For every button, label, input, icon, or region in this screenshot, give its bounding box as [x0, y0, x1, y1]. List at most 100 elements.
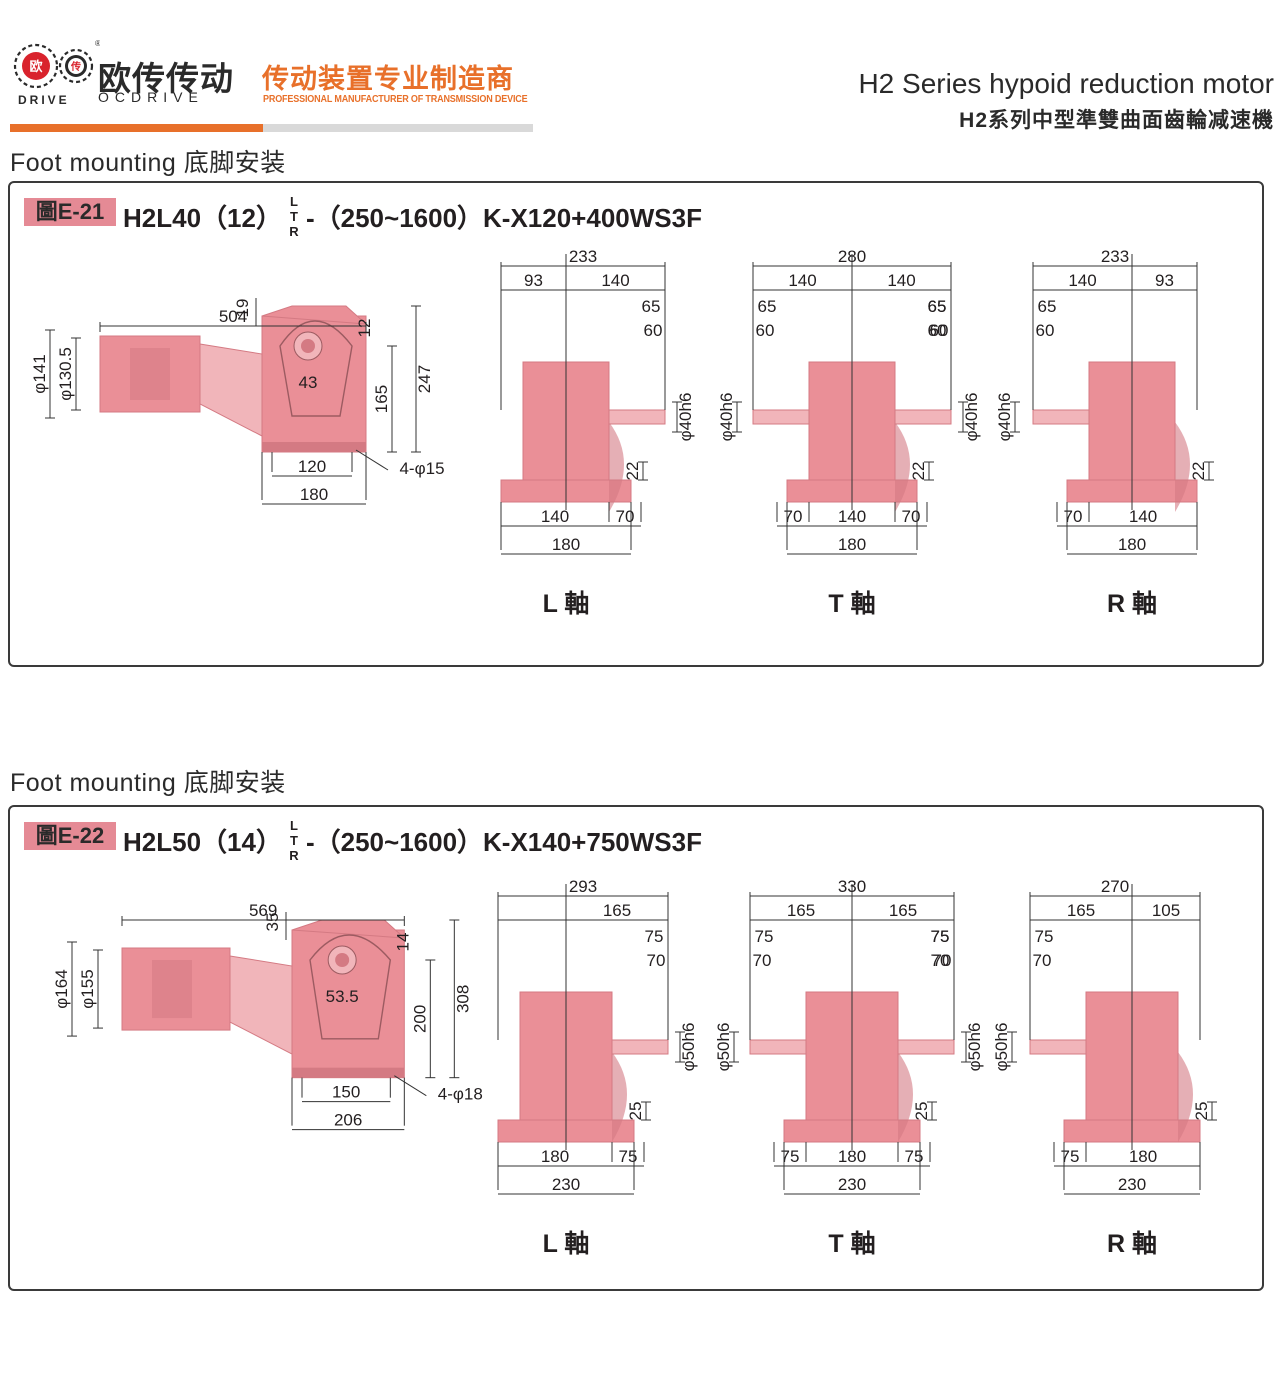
- leader-line: [355, 449, 389, 471]
- dimension-label: 14: [393, 933, 412, 952]
- svg-text:传: 传: [70, 60, 81, 73]
- gear-cover: [1175, 422, 1190, 512]
- gear-cover: [895, 422, 910, 512]
- dimension-label: 25: [912, 1102, 931, 1121]
- dimension-label: 140: [1068, 271, 1096, 290]
- dimension-label: 165: [603, 901, 631, 920]
- dimension-label: 19: [233, 299, 252, 318]
- dimension-label: 293: [569, 877, 597, 896]
- motor-fan-cover: [130, 348, 170, 400]
- dimension-label: 75: [931, 927, 950, 946]
- dimension-label: 140: [1129, 507, 1157, 526]
- leader-line: [394, 1075, 427, 1097]
- dimension-label: 22: [623, 462, 642, 481]
- brand-name-cn: 欧传传动: [98, 60, 234, 97]
- dimension-label: 93: [524, 271, 543, 290]
- motor-adapter: [199, 343, 263, 437]
- dimension-label: 70: [931, 951, 950, 970]
- dimension-label: 165: [787, 901, 815, 920]
- axis-label: R 軸: [1107, 1230, 1157, 1258]
- dimension-label: 230: [1118, 1175, 1146, 1194]
- dimension-label: 105: [1152, 901, 1180, 920]
- dimension-label: φ130.5: [56, 347, 75, 401]
- dimension-label: 75: [619, 1147, 638, 1166]
- dimension-label: 504: [219, 307, 247, 326]
- slogan-cn: 传动装置专业制造商: [262, 64, 514, 94]
- dimension-label: 180: [300, 485, 328, 504]
- output-shaft-left: [752, 409, 810, 425]
- dimension-label: 60: [930, 321, 949, 340]
- dimension-label: 308: [453, 985, 472, 1013]
- dimension-label: φ50h6: [965, 1023, 984, 1072]
- header-accent-bar: [10, 124, 263, 132]
- output-shaft-right: [608, 409, 666, 425]
- axis-label: L 軸: [543, 1230, 590, 1258]
- dimension-label: 140: [838, 507, 866, 526]
- dimension-label: 12: [355, 319, 374, 338]
- dimension-label: 60: [928, 321, 947, 340]
- dimension-label: 4-φ15: [399, 459, 444, 478]
- dimension-label: 180: [1129, 1147, 1157, 1166]
- axis-label: L 軸: [543, 590, 590, 618]
- motor-fan-cover: [152, 960, 192, 1019]
- dimension-label: 70: [1064, 507, 1083, 526]
- dimension-label: 60: [756, 321, 775, 340]
- axis-label: R 軸: [1107, 590, 1157, 618]
- dimension-label: 65: [1038, 297, 1057, 316]
- output-shaft-right: [897, 1039, 955, 1055]
- dimension-label: φ141: [30, 354, 49, 393]
- dimension-label: 22: [1189, 462, 1208, 481]
- dimension-label: 140: [788, 271, 816, 290]
- axis-label: T 軸: [828, 590, 875, 618]
- dimension-label: 75: [905, 1147, 924, 1166]
- axis-label: T 軸: [828, 1230, 875, 1258]
- dimension-label: 65: [928, 297, 947, 316]
- dimension-label: 75: [1035, 927, 1054, 946]
- dimension-label: 140: [601, 271, 629, 290]
- figure-tag: 圖E-21: [24, 198, 116, 226]
- model-code: H2L50（14）: [123, 827, 282, 857]
- brand-name-en-left: DRIVE: [18, 93, 70, 107]
- dimension-label: 70: [784, 507, 803, 526]
- dimension-label: 75: [645, 927, 664, 946]
- dimension-label: φ40h6: [962, 393, 981, 442]
- figure-tag: 圖E-22: [24, 822, 116, 850]
- dimension-label: 75: [781, 1147, 800, 1166]
- gearbox-foot: [262, 442, 366, 452]
- dimension-label: 60: [1036, 321, 1055, 340]
- dimension-label: 75: [931, 927, 950, 946]
- gear-cover: [612, 1052, 627, 1142]
- dimension-label: φ164: [52, 969, 71, 1008]
- section-label: Foot mounting 底脚安装: [10, 769, 286, 797]
- dimension-label: 270: [1101, 877, 1129, 896]
- gearbox-outline: [309, 934, 392, 1040]
- dimension-label: 180: [541, 1147, 569, 1166]
- dimension-label: 70: [616, 507, 635, 526]
- dimension-label: 43: [299, 373, 318, 392]
- dimension-label: 140: [887, 271, 915, 290]
- dimension-label: 330: [838, 877, 866, 896]
- dimension-label: φ40h6: [676, 393, 695, 442]
- dimension-label: 120: [298, 457, 326, 476]
- dimension-label: 70: [933, 951, 952, 970]
- gear-cover: [898, 1052, 913, 1142]
- dimension-label: 180: [838, 535, 866, 554]
- dimension-label: 165: [372, 385, 391, 413]
- gearbox-outline: [279, 320, 353, 417]
- dimension-label: 150: [332, 1083, 360, 1102]
- model-spec: -（250~1600）K-X120+400WS3F: [305, 203, 702, 233]
- dimension-label: 4-φ18: [438, 1085, 483, 1104]
- gearbox-foot: [292, 1067, 405, 1078]
- dimension-label: 180: [838, 1147, 866, 1166]
- motor-adapter: [229, 955, 293, 1055]
- dimension-label: 75: [755, 927, 774, 946]
- dimension-label: 70: [1033, 951, 1052, 970]
- dimension-label: 53.5: [326, 987, 359, 1006]
- gearbox-top: [261, 305, 368, 325]
- dimension-label: 247: [415, 365, 434, 393]
- dimension-label: φ40h6: [717, 393, 736, 442]
